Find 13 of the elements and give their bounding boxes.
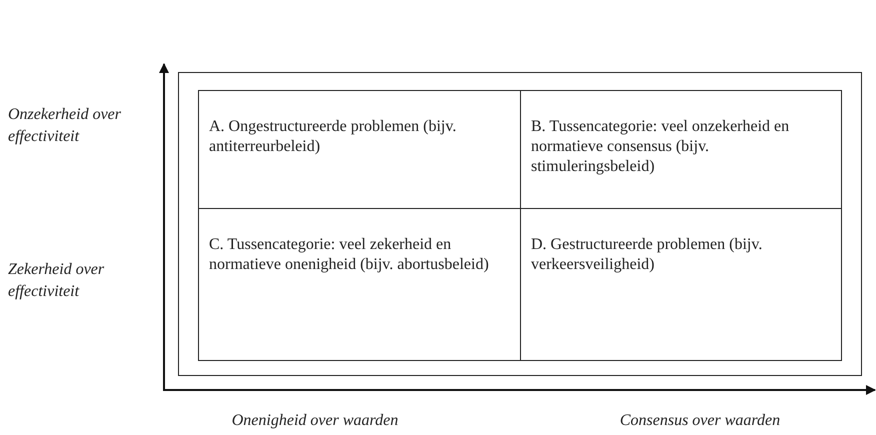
matrix-cell <box>520 208 842 361</box>
cell-text: A. Ongestructureerde problemen (bijv. antiterreurbeleid) <box>209 117 458 157</box>
axis-label: Onzekerheid over effectiviteit <box>8 105 122 147</box>
matrix-cell <box>198 90 521 209</box>
cell-text: B. Tussencategorie: veel onzekerheid en normatieve consensus (bijv. stimuleringsbeleid) <box>531 117 790 177</box>
axis-label: Zekerheid over effectiviteit <box>8 260 106 302</box>
matrix-cell <box>198 208 521 361</box>
cell-text: C. Tussencategorie: veel zekerheid en normatieve onenigheid (bijv. abortusbeleid) <box>209 235 490 275</box>
matrix-cell <box>520 90 842 209</box>
matrix-frame <box>178 72 862 376</box>
cell-text: D. Gestructureerde problemen (bijv. verkeersveiligheid) <box>531 235 764 275</box>
axis-label: Consensus over waarden <box>618 411 782 431</box>
axis-label: Onenigheid over waarden <box>230 411 400 431</box>
